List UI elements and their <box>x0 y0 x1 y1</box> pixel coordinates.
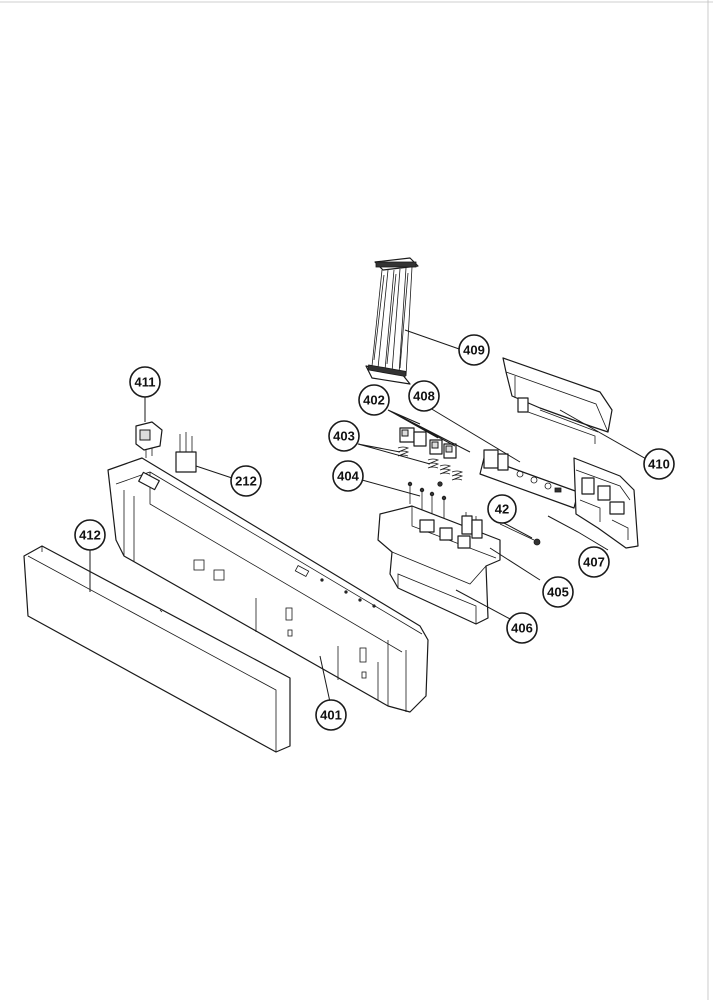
svg-text:402: 402 <box>363 393 385 408</box>
part-411-small-switch <box>135 421 163 458</box>
svg-text:406: 406 <box>511 621 533 636</box>
leader-407 <box>547 515 609 551</box>
callout-407: 407 <box>578 546 610 578</box>
leader-410 <box>559 409 649 461</box>
callout-403: 403 <box>328 420 360 452</box>
callout-401: 401 <box>315 699 347 731</box>
callout-212: 212 <box>230 465 262 497</box>
callout-410: 410 <box>643 448 675 480</box>
part-406-frame <box>377 505 501 625</box>
svg-text:408: 408 <box>413 389 435 404</box>
svg-text:401: 401 <box>320 708 342 723</box>
part-401-control-panel <box>107 457 429 713</box>
svg-text:410: 410 <box>648 457 670 472</box>
leader-401 <box>319 655 331 703</box>
svg-text:404: 404 <box>337 469 359 484</box>
leader-402 <box>387 409 471 453</box>
leader-403 <box>357 443 431 465</box>
part-42-screw <box>499 523 541 546</box>
leader-405 <box>489 547 541 581</box>
part-410-bracket <box>502 357 613 444</box>
leader-406 <box>455 589 513 621</box>
callout-402: 402 <box>358 384 390 416</box>
part-407-side-housing <box>573 457 639 549</box>
callout-411: 411 <box>129 366 161 398</box>
leader-408 <box>429 407 521 463</box>
callout-405: 405 <box>542 576 574 608</box>
callout-406: 406 <box>506 612 538 644</box>
part-412-front-cover <box>23 545 291 753</box>
svg-text:412: 412 <box>79 528 101 543</box>
callout-408: 408 <box>408 380 440 412</box>
part-408-circuit-board <box>479 449 579 509</box>
svg-text:212: 212 <box>235 474 257 489</box>
leader-404 <box>361 479 421 497</box>
svg-text:405: 405 <box>547 585 569 600</box>
callout-409: 409 <box>458 334 490 366</box>
leader-42 <box>501 521 533 539</box>
part-402-key-switches <box>399 427 457 459</box>
part-404-pins <box>407 481 447 518</box>
part-405-connector <box>461 512 483 539</box>
svg-text:403: 403 <box>333 429 355 444</box>
part-409-ribbon-cable <box>365 257 419 385</box>
svg-text:42: 42 <box>495 502 509 517</box>
leader-212 <box>195 465 233 479</box>
callout-404: 404 <box>332 460 364 492</box>
svg-text:407: 407 <box>583 555 605 570</box>
leader-409 <box>404 329 463 351</box>
svg-text:409: 409 <box>463 343 485 358</box>
svg-text:411: 411 <box>135 375 156 390</box>
callout-412: 412 <box>74 519 106 551</box>
callout-42: 42 <box>487 494 517 524</box>
part-212-component <box>175 432 197 473</box>
